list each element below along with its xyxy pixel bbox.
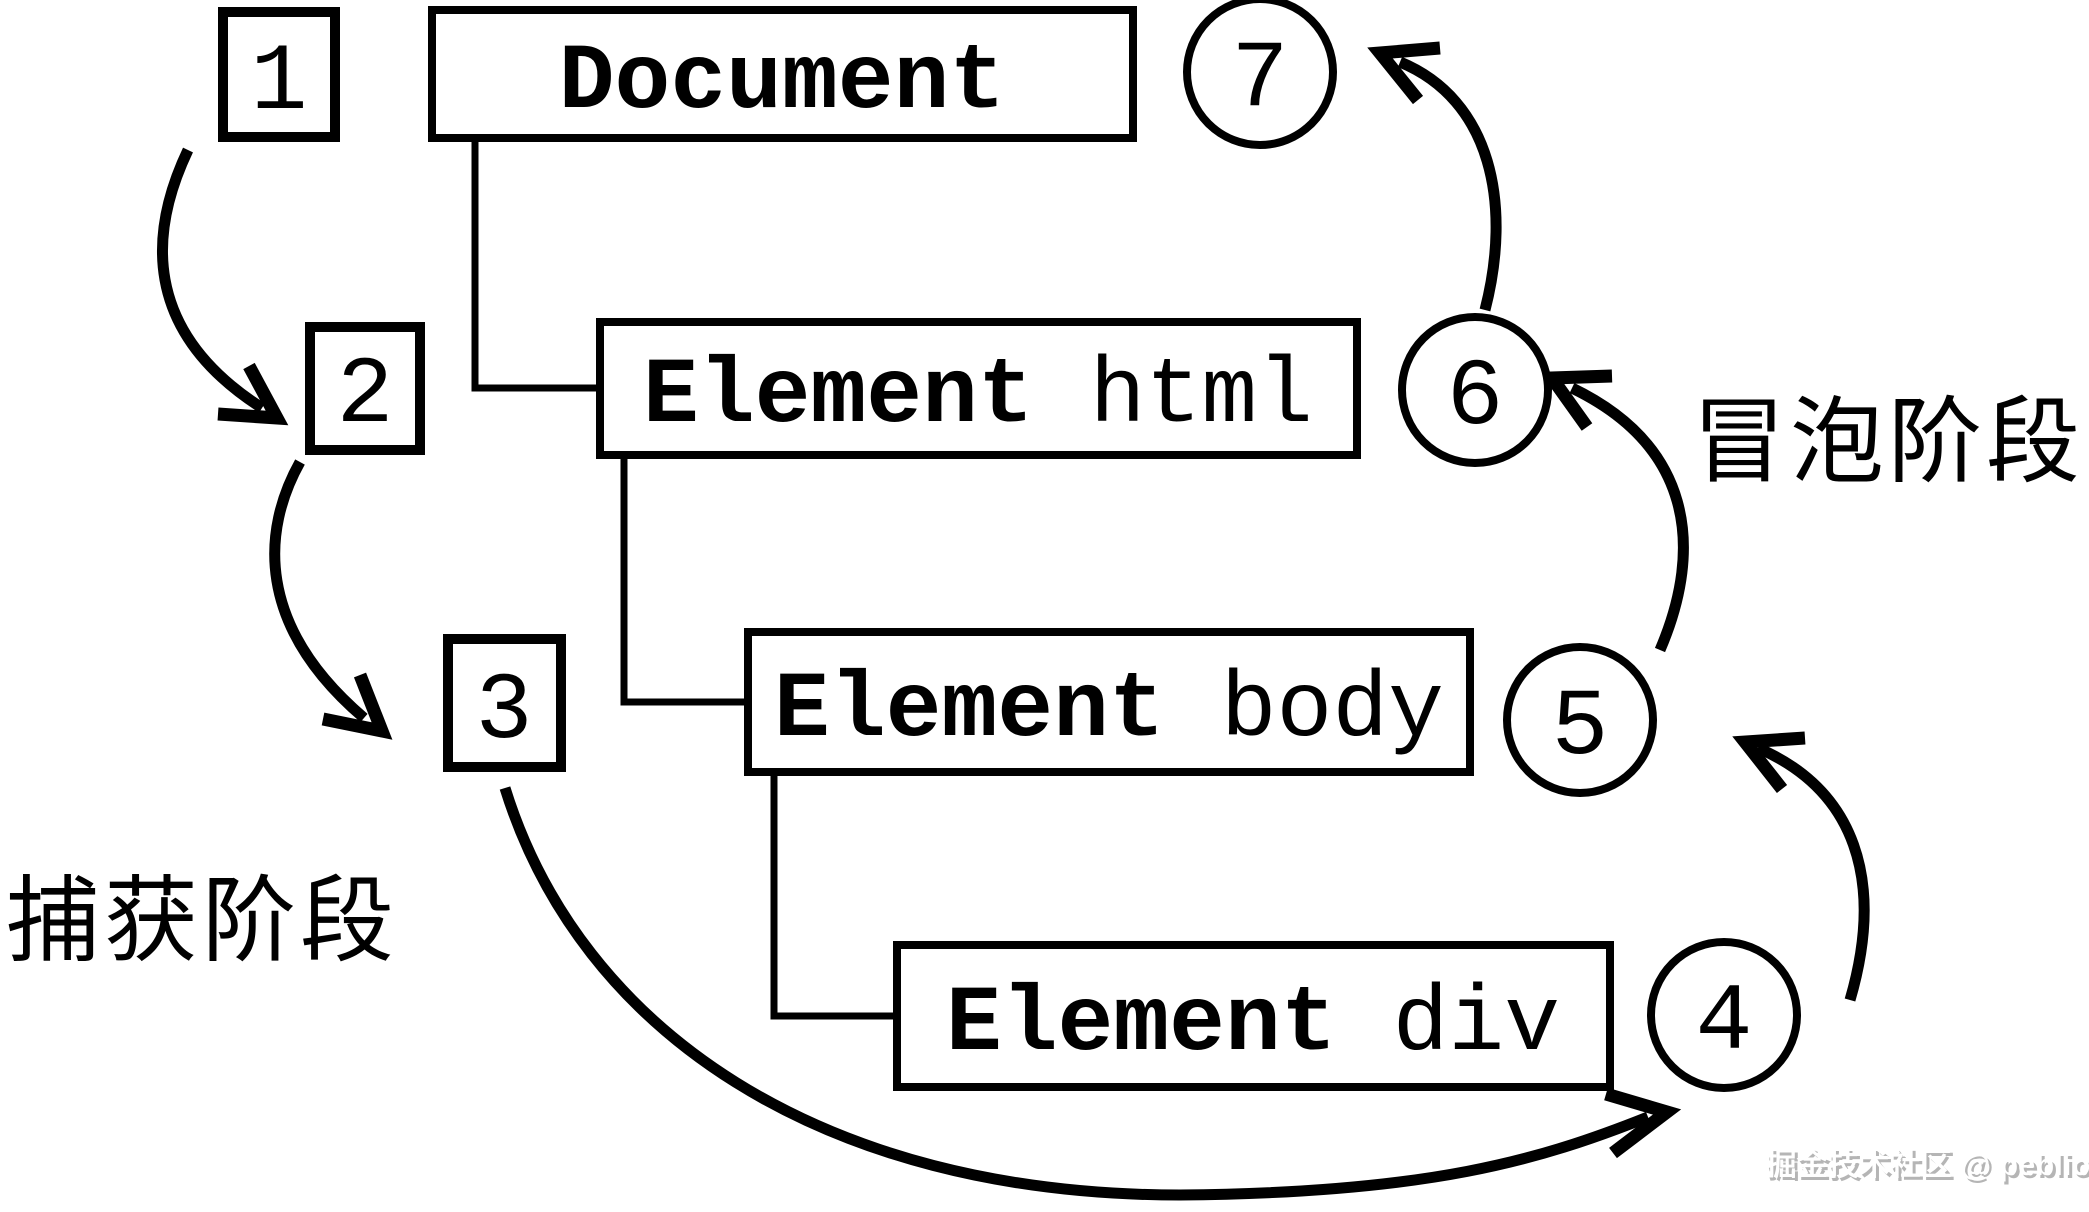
bubble-step-4: 4 (1695, 969, 1752, 1077)
node-box-element-body (744, 628, 1474, 776)
capture-phase-label: 捕获阶段 (6, 867, 398, 976)
arrowhead-step5 (1732, 731, 1806, 794)
arrow-step1-to-step2 (157, 147, 265, 413)
arrow-step6-to-step7 (1397, 56, 1502, 312)
bubble-step-6-circle (1398, 313, 1552, 467)
arrowhead-step2 (217, 362, 289, 426)
connector-html-body (620, 453, 748, 706)
bubble-step-7: 7 (1231, 26, 1288, 134)
bubble-phase-label: 冒泡阶段 (1692, 388, 2084, 497)
bubble-step-6: 6 (1446, 344, 1503, 452)
arrowhead-step6 (1539, 369, 1613, 431)
capture-step-markers: 1 2 3 (218, 7, 566, 772)
watermark-text: 掘金技术社区 @ peblio (1766, 1147, 2089, 1182)
capture-step-3: 3 (475, 658, 532, 766)
capture-step-2-box (305, 322, 425, 455)
node-box-document (428, 6, 1137, 142)
connector-document-html (471, 138, 600, 392)
bubble-step-5-circle (1503, 643, 1657, 797)
capture-step-1-box (218, 7, 340, 142)
capture-step-1: 1 (250, 29, 307, 137)
node-box-element-html (596, 318, 1361, 459)
phase-labels: 冒泡阶段 捕获阶段 (6, 388, 2084, 976)
bubble-arrows (1367, 41, 1870, 1002)
tree-connectors (471, 138, 897, 1020)
arrow-step3-to-step4 (499, 786, 1651, 1201)
arrow-step4-to-step5 (1755, 742, 1870, 1002)
bubble-step-7-circle (1183, 0, 1337, 149)
node-box-element-div (893, 941, 1614, 1091)
watermark: 掘金技术社区 @ peblio 掘金技术社区 @ peblio (1766, 1147, 2089, 1185)
node-label-document: Document (559, 30, 1005, 135)
bubble-step-markers: 7 6 5 4 (1183, 0, 1801, 1092)
connector-body-div (770, 770, 897, 1020)
arrowhead-step4 (1604, 1087, 1682, 1159)
arrow-step2-to-step3 (269, 459, 368, 723)
arrowhead-step7 (1367, 41, 1441, 105)
capture-arrows (157, 147, 1682, 1201)
bubble-step-4-circle (1647, 938, 1801, 1092)
capture-step-3-box (443, 634, 566, 772)
arrow-step5-to-step6 (1569, 383, 1689, 653)
arrowhead-step3 (321, 672, 393, 740)
capture-step-2: 2 (336, 342, 393, 450)
bubble-step-5: 5 (1551, 674, 1608, 782)
watermark-shadow-text: 掘金技术社区 @ peblio (1769, 1150, 2089, 1185)
